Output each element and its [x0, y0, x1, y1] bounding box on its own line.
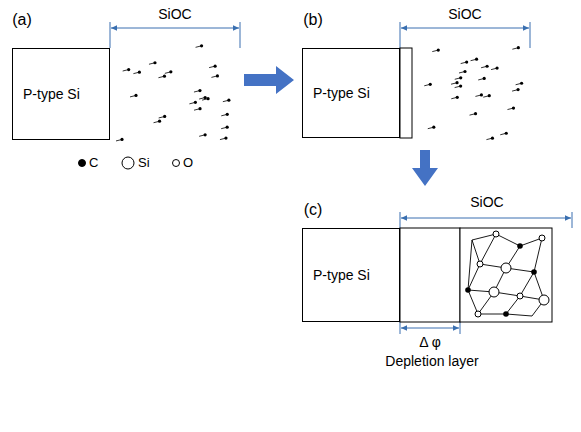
dimension-arrow: [400, 322, 460, 334]
substrate-box: P-type Si: [12, 48, 110, 140]
substrate-label: P-type Si: [313, 85, 370, 102]
substrate-box: P-type Si: [302, 228, 400, 322]
precursor-fragments: [116, 44, 230, 141]
process-arrow: [244, 66, 294, 94]
layer-label: SiOC: [448, 6, 481, 23]
dimension-arrow: [400, 212, 572, 228]
legend-swatch: [122, 157, 134, 169]
siOC-network: [465, 231, 549, 317]
legend-text: Si: [138, 155, 150, 171]
dimension-label: Δ φ: [419, 334, 441, 351]
siOC-network-region: [460, 228, 552, 322]
substrate-label: P-type Si: [23, 86, 80, 103]
layer-label: SiOC: [470, 194, 503, 211]
panel-letter: (c): [304, 200, 323, 219]
legend-swatch: [79, 160, 86, 167]
region-label: Depletion layer: [385, 353, 478, 370]
dimension-arrow: [400, 22, 530, 48]
drawing: [110, 22, 572, 334]
interface-layer: [400, 48, 412, 138]
panel-letter: (a): [12, 10, 32, 29]
substrate-box: P-type Si: [302, 48, 400, 138]
legend-text: C: [89, 155, 98, 171]
precursor-fragments: [424, 46, 523, 140]
legend-text: O: [183, 155, 193, 171]
process-arrow: [412, 150, 438, 186]
legend-swatch: [173, 160, 180, 167]
panel-letter: (b): [303, 10, 323, 29]
layer-label: SiOC: [158, 6, 191, 23]
dimension-arrow: [110, 22, 240, 48]
depletion-region: [400, 228, 460, 322]
substrate-label: P-type Si: [313, 267, 370, 284]
